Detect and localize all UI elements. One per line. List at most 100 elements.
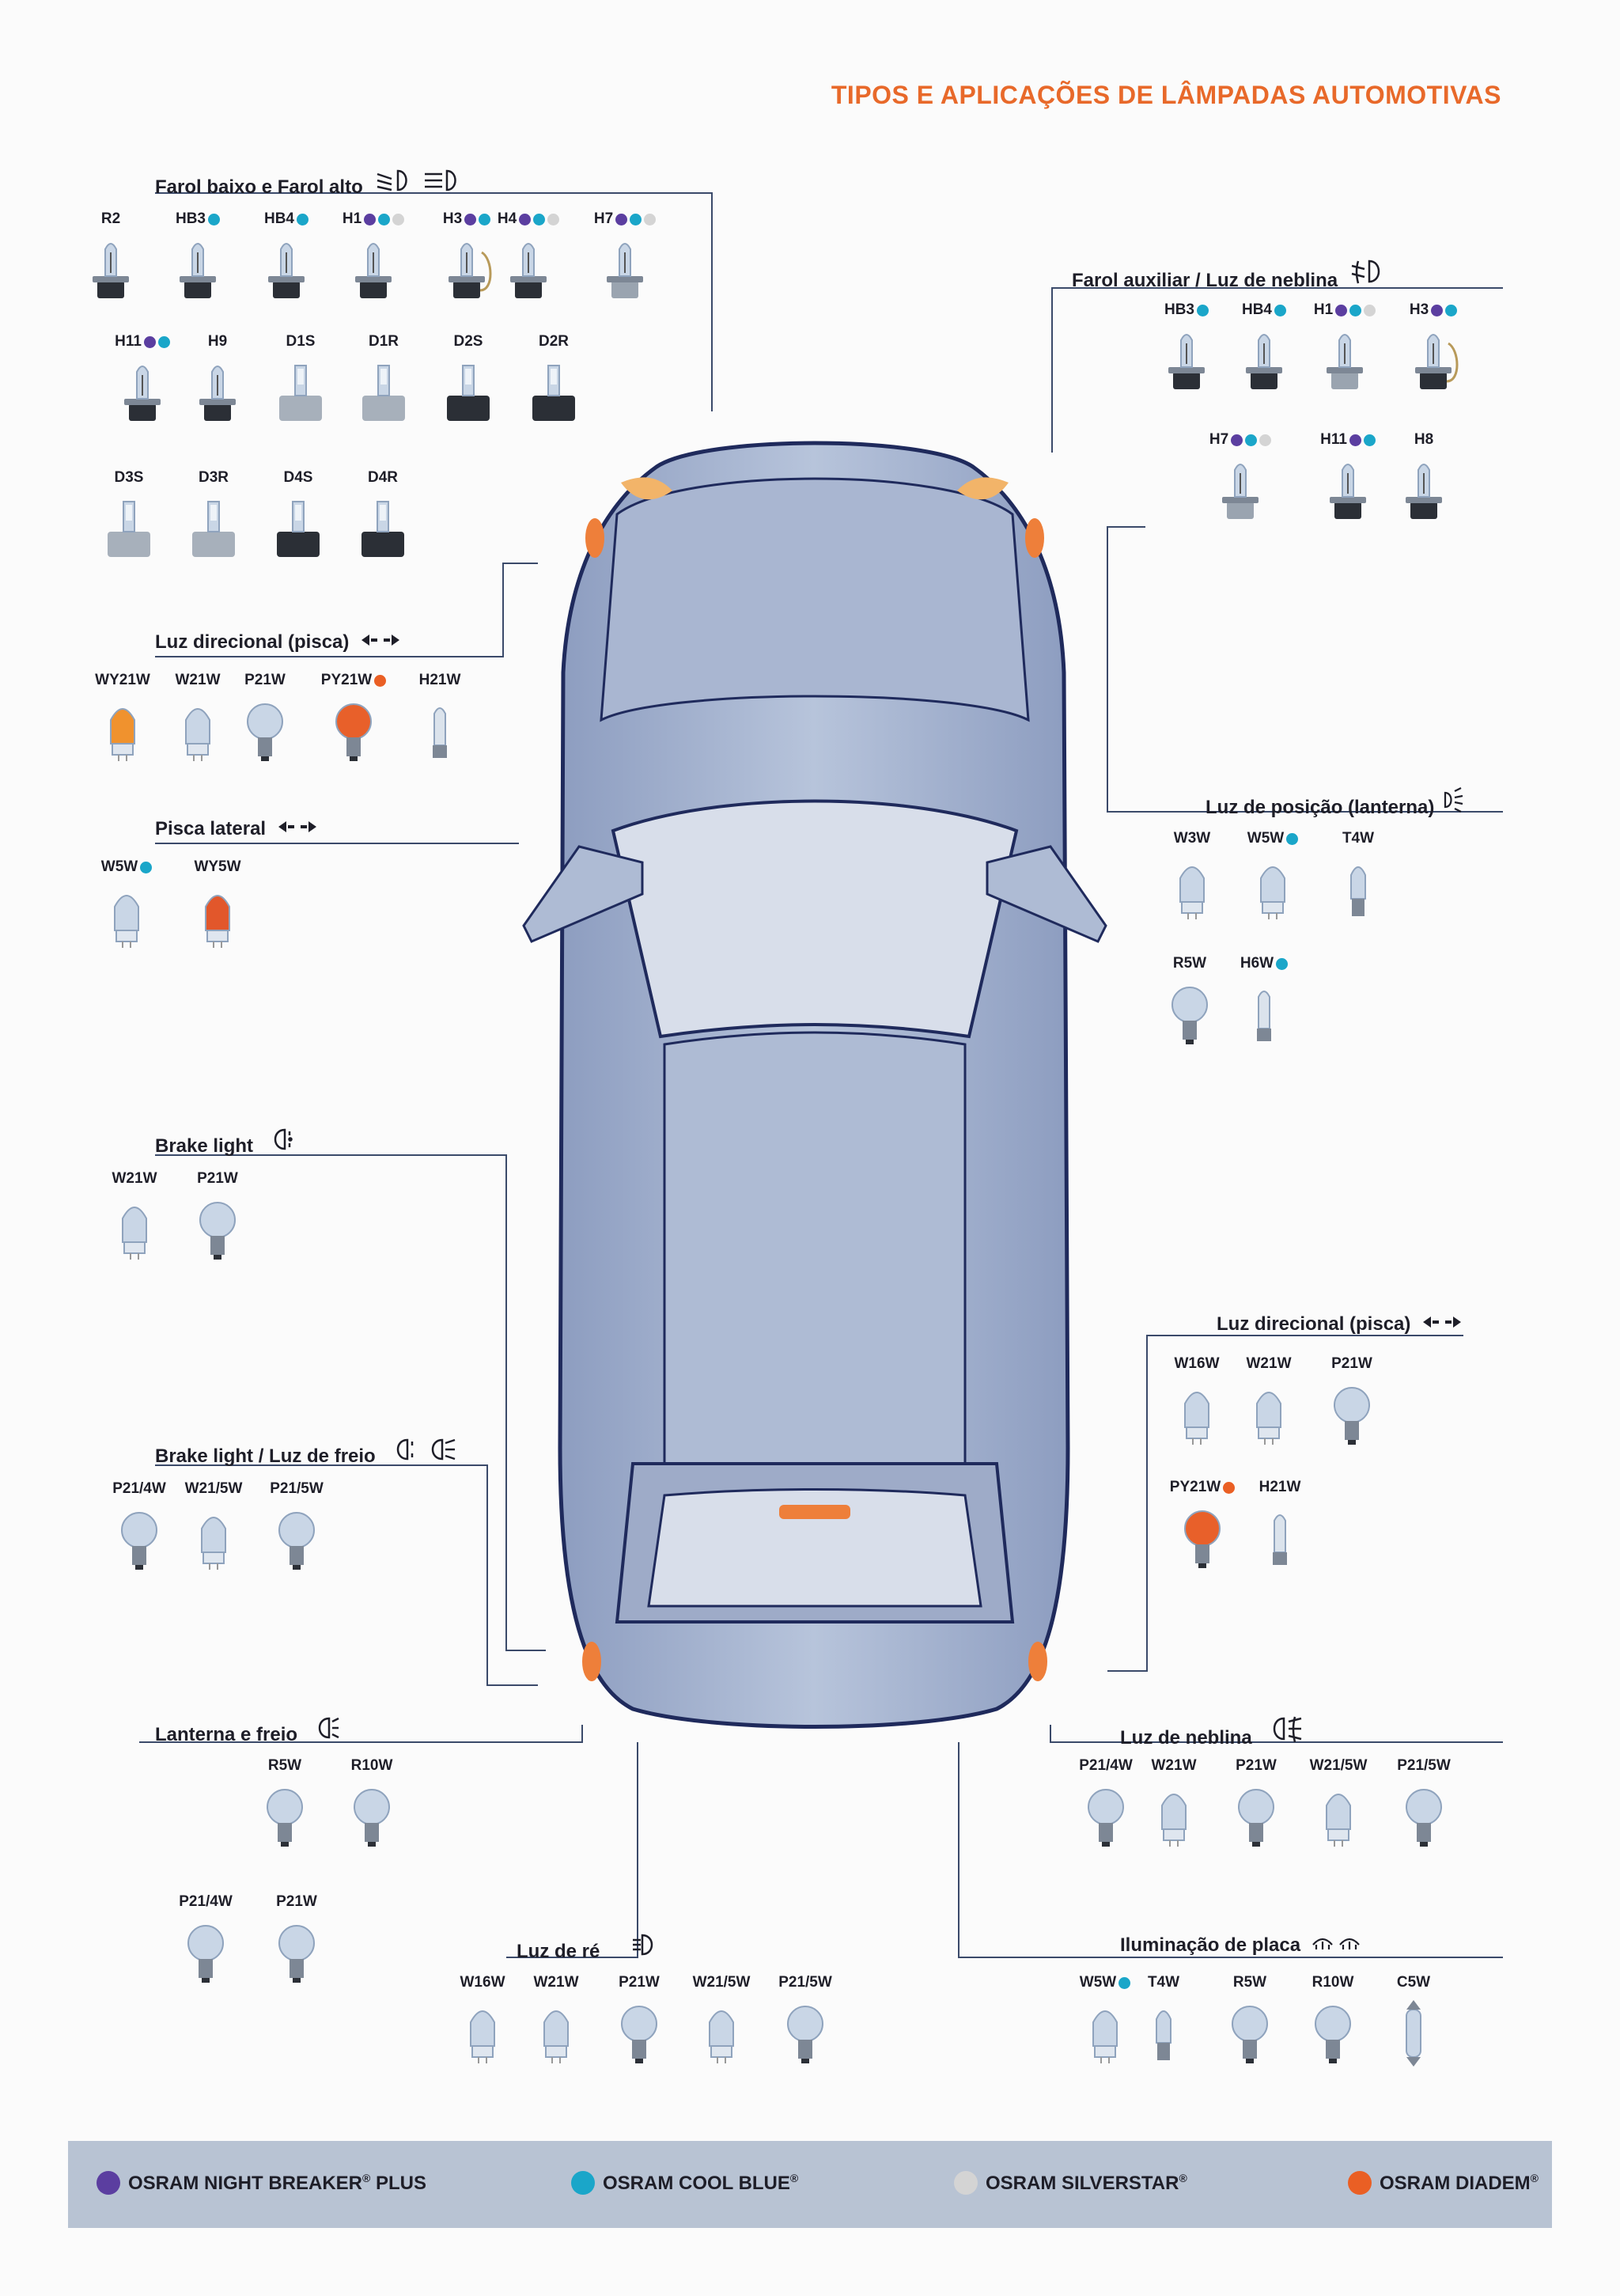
bulb-hb4: HB4 — [243, 210, 330, 305]
bulb-label: W5W — [1079, 1974, 1117, 1991]
bulb-hb4: HB4 — [1221, 301, 1308, 396]
license-plate-light-icon — [1312, 1932, 1362, 1957]
section-title: Brake light — [155, 1135, 254, 1157]
bulb-label: H1 — [1313, 301, 1334, 318]
turn-signal-arrows-icon — [1421, 1313, 1463, 1336]
bulb-h3: H3 — [1390, 301, 1477, 396]
bulb-d1s: D1S — [257, 332, 344, 427]
bulb-image — [1370, 1999, 1457, 2068]
legend-item-cool-blue: OSRAM COOL BLUE® — [571, 2171, 798, 2195]
bulb-label: H11 — [1320, 431, 1347, 448]
bulb-label: W21W — [1246, 1355, 1292, 1372]
bulb-w21-5w: W21/5W — [170, 1480, 257, 1574]
bulb-image — [1153, 1380, 1240, 1449]
night-breaker-dot — [1335, 304, 1348, 316]
bulb-image — [67, 235, 154, 305]
bulb-label: D1S — [286, 333, 316, 350]
bulb-image — [1315, 854, 1402, 924]
bulb-r5w: R5W — [1206, 1973, 1293, 2068]
bulb-label: W21/5W — [184, 1480, 243, 1497]
bulb-label: W5W — [1247, 830, 1285, 847]
bulb-h7: H7 — [581, 210, 668, 305]
bulb-h11: H11 — [99, 332, 186, 427]
bulb-label: P21/4W — [1079, 1757, 1133, 1774]
legend-item-silverstar: OSRAM SILVERSTAR® — [954, 2171, 1187, 2195]
bulb-r10w: R10W — [1289, 1973, 1376, 2068]
bulb-w21-5w: W21/5W — [1295, 1756, 1382, 1851]
bulb-image — [1062, 1999, 1149, 2068]
bulb-label: T4W — [1147, 1974, 1180, 1991]
bulb-label: H3 — [1409, 301, 1429, 318]
bulb-h6w: H6W — [1221, 954, 1308, 1049]
bulb-h1: H1 — [1301, 301, 1388, 396]
bulb-label: P21W — [244, 672, 286, 688]
bulb-label: D3S — [114, 469, 144, 486]
bulb-image — [85, 494, 172, 563]
bulb-wy5w: WY5W — [174, 858, 261, 953]
bulb-label: HB4 — [1241, 301, 1272, 318]
bulb-image — [170, 1505, 257, 1574]
bulb-image — [241, 1782, 328, 1851]
section-title: Luz de ré — [517, 1941, 600, 1962]
headlight-low-high-icon — [374, 168, 461, 199]
bulb-label: HB3 — [1164, 301, 1194, 318]
bulb-t4w: T4W — [1120, 1973, 1207, 2068]
bulb-image — [253, 1918, 340, 1987]
bulb-h21w: H21W — [396, 671, 483, 766]
bulb-label: H4 — [497, 210, 517, 227]
bulb-d3r: D3R — [170, 468, 257, 563]
bulb-d2r: D2R — [510, 332, 597, 427]
bulb-image — [1221, 979, 1308, 1049]
cool-blue-dot — [533, 213, 546, 225]
bulb-c5w: C5W — [1370, 1973, 1457, 2068]
bulb-image — [96, 1505, 183, 1574]
bulb-h9: H9 — [174, 332, 261, 427]
bulb-image — [253, 1505, 340, 1574]
bulb-label: H11 — [115, 333, 142, 350]
bulb-image — [255, 494, 342, 563]
bulb-w16w: W16W — [1153, 1354, 1240, 1449]
cool-blue-dot — [1197, 304, 1209, 316]
brake-light-icon — [387, 1437, 458, 1468]
position-light-icon — [1440, 786, 1464, 819]
cool-blue-dot — [1245, 434, 1258, 446]
bulb-image — [1390, 326, 1477, 396]
section-title: Pisca lateral — [155, 818, 267, 839]
bulb-image — [99, 358, 186, 427]
section-title: Luz direcional (pisca) — [1217, 1313, 1411, 1335]
bulb-image — [1143, 326, 1230, 396]
bulb-label: D2R — [538, 333, 569, 350]
bulb-label: W16W — [1174, 1355, 1220, 1372]
page-title: TIPOS E APLICAÇÕES DE LÂMPADAS AUTOMOTIV… — [831, 81, 1501, 109]
bulb-image — [221, 696, 308, 766]
bulb-image — [340, 358, 427, 427]
bulb-p21w: P21W — [174, 1169, 261, 1264]
bulb-w21w: W21W — [154, 671, 241, 766]
cool-blue-dot — [630, 213, 642, 225]
bulb-p21w: P21W — [221, 671, 308, 766]
bulb-h4: H4 — [485, 210, 572, 305]
bulb-label: D2S — [453, 333, 483, 350]
bulb-label: R5W — [267, 1757, 302, 1774]
bulb-p21w: P21W — [596, 1973, 683, 2068]
bulb-label: D4R — [367, 469, 398, 486]
bulb-label: W16W — [460, 1974, 505, 1991]
bulb-r2: R2 — [67, 210, 154, 305]
turn-signal-arrows-icon — [360, 631, 401, 654]
bulb-hb3: HB3 — [1143, 301, 1230, 396]
bulb-label: WY5W — [194, 858, 241, 875]
bulb-label: H3 — [442, 210, 463, 227]
bulb-image — [485, 235, 572, 305]
bulb-image — [310, 696, 397, 766]
bulb-w21-5w: W21/5W — [678, 1973, 765, 2068]
bulb-label: H21W — [418, 672, 461, 688]
bulb-w21w: W21W — [513, 1973, 600, 2068]
bulb-image — [1225, 1380, 1312, 1449]
bulb-d4s: D4S — [255, 468, 342, 563]
bulb-label: D4S — [283, 469, 313, 486]
bulb-image — [1236, 1503, 1323, 1573]
bulb-image — [339, 494, 426, 563]
bulb-image — [174, 358, 261, 427]
section-title: Iluminação de placa — [1120, 1934, 1301, 1956]
